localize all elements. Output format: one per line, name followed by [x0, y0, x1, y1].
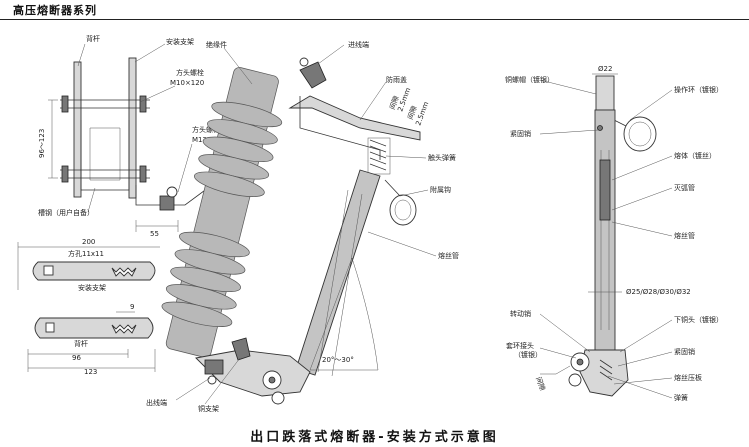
label-pivot-pin: 转动销 — [510, 309, 531, 318]
label-arc-tube: 灭弧管 — [674, 183, 695, 192]
label-hook: 附属钩 — [430, 185, 451, 194]
square-hole — [43, 265, 54, 276]
channel-outline — [80, 120, 130, 191]
left-bracket-assembly: 96～123 55 背杆 安装支架 方头螺栓 M10×120 方头螺栓 M12×… — [38, 34, 222, 238]
label-gap-right: 间隙 — [534, 376, 547, 392]
spring-coil — [599, 359, 613, 381]
page-title: 高压熔断器系列 — [13, 4, 97, 17]
diagram-caption: 出口跌落式熔断器-安装方式示意图 — [250, 430, 499, 445]
label-ring-joint-sub: （镀银） — [514, 350, 542, 359]
label-fastening-pin-2: 紧固销 — [674, 347, 695, 356]
contact-spring — [369, 139, 387, 171]
back-bar-right — [128, 57, 137, 199]
label-fuse-tube: 熔丝管 — [438, 251, 459, 260]
label-fastening-pin: 紧固销 — [510, 129, 531, 138]
label-gap-2-val: 2.5mm — [414, 101, 430, 127]
nut-top-right — [139, 95, 147, 113]
label-operating-ring: 操作环（镀银） — [674, 85, 723, 94]
upper-bracket — [299, 96, 381, 160]
lower-copper-head — [579, 349, 629, 397]
fuse-tube-body — [594, 109, 616, 351]
nut-bottom-right — [139, 165, 147, 183]
bolt-washer — [166, 186, 178, 198]
nut-top-left — [61, 95, 69, 113]
back-bar-left — [73, 61, 82, 198]
detail-plates: 200 方孔11x11 安装支架 9 背杆 96 123 — [17, 238, 160, 376]
label-fuse-tube-right: 熔丝管 — [674, 231, 695, 240]
label-mount-bracket: 安装支架 — [166, 37, 194, 46]
rain-cover — [288, 95, 421, 141]
copper-bracket — [231, 337, 251, 361]
label-ring-joint: 套环接头 — [506, 341, 534, 350]
label-insulator: 绝缘件 — [206, 40, 227, 49]
label-spring: 弹簧 — [674, 393, 688, 402]
label-copper-bracket: 铜支架 — [198, 404, 219, 413]
label-lower-copper-head: 下铜头（镀银） — [674, 315, 723, 324]
label-dia-22: Ø22 — [598, 65, 612, 73]
insulator-sheds — [161, 101, 283, 327]
label-square-bolt-1: 方头螺栓 — [176, 68, 204, 77]
label-fuse-plate: 熔丝压板 — [674, 373, 702, 382]
fuse-tube — [295, 169, 381, 376]
dim-96: 96 — [72, 354, 81, 362]
label-detail-back-bar: 背杆 — [74, 339, 88, 348]
label-square-bolt-2: 方头螺栓 — [192, 125, 220, 134]
center-fuse-assembly: 20°～30° 间隙 2.5mm 间隙 2.5mm 绝缘件 进线端 防雨盖 触头… — [146, 40, 459, 413]
label-outlet-terminal: 出线端 — [146, 398, 167, 407]
dim-200: 200 — [82, 238, 95, 246]
label-back-bar: 背杆 — [86, 34, 100, 43]
label-contact-spring: 触头弹簧 — [428, 153, 456, 162]
serrated-slot-1 — [111, 267, 137, 277]
label-detail-mount-bracket: 安装支架 — [78, 283, 106, 292]
label-diameters: Ø25/Ø28/Ø30/Ø32 — [626, 288, 691, 296]
inlet-terminal — [299, 61, 327, 89]
title-divider — [0, 19, 749, 20]
dim-96-123: 96～123 — [38, 129, 46, 158]
label-angle: 20°～30° — [322, 356, 354, 364]
label-fuse-body: 熔体（镀丝） — [674, 151, 716, 160]
label-channel-steel: 槽钢（用户自备） — [38, 208, 94, 217]
nut-bottom-left — [61, 165, 69, 183]
angle-arc — [351, 257, 379, 371]
label-square-bolt-1-spec: M10×120 — [170, 79, 204, 87]
dim-9: 9 — [130, 303, 134, 311]
dim-123: 123 — [84, 368, 97, 376]
hook-ring — [389, 194, 417, 226]
label-copper-cap: 铜螺帽（镀银） — [505, 75, 554, 84]
outlet-terminal — [204, 359, 224, 375]
dim-55: 55 — [150, 230, 159, 238]
channel-inner — [89, 127, 121, 181]
fastening-pin-dot — [597, 125, 603, 131]
right-fuse-tube-detail: Ø22 Ø25/Ø28/Ø30/Ø32 间隙 — [505, 65, 723, 402]
back-bar-hole — [45, 322, 55, 333]
serrated-slot-2 — [111, 324, 137, 334]
label-square-hole: 方孔11x11 — [68, 249, 104, 258]
label-inlet-terminal: 进线端 — [348, 40, 369, 49]
bolt-head — [159, 195, 175, 211]
fuse-element — [599, 159, 611, 221]
copper-cap — [595, 75, 615, 111]
label-rain-cover: 防雨盖 — [386, 75, 407, 84]
